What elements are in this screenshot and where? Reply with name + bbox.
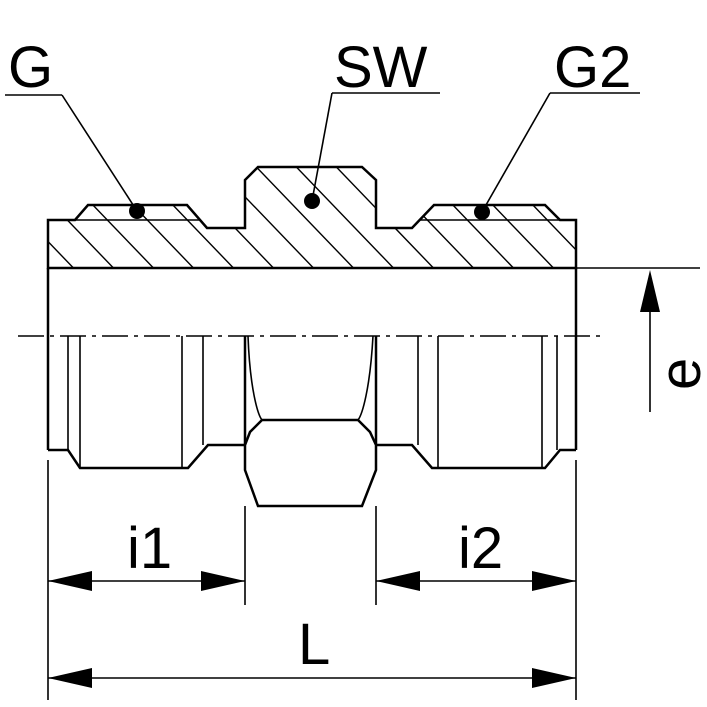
- hatch-line: [439, 167, 566, 268]
- callout-leaders: [5, 92, 640, 220]
- hatch-line: [559, 167, 576, 268]
- dimension-e: e: [576, 267, 707, 412]
- right-thread-profile: [376, 443, 576, 470]
- i1-arrow-left: [48, 571, 92, 591]
- g-leader: [61, 94, 138, 212]
- hatch-line: [48, 167, 86, 268]
- hatch-line: [640, 150, 707, 280]
- l-arrow-right: [532, 668, 576, 688]
- external-view: [46, 268, 578, 508]
- sw-leader: [311, 92, 333, 202]
- hatch-line: [0, 150, 5, 280]
- label-i1: i1: [127, 516, 172, 581]
- label-g: G: [8, 35, 53, 100]
- g2-leader: [481, 92, 551, 213]
- hatch-line: [48, 167, 166, 268]
- label-sw: SW: [334, 35, 428, 100]
- hatch-line: [359, 167, 486, 268]
- hatch-line: [0, 150, 45, 280]
- left-thread-profile: [48, 443, 245, 470]
- i2-arrow-right: [532, 571, 576, 591]
- hatch-line: [48, 167, 126, 268]
- hex-nut-outline: [243, 418, 378, 508]
- label-e: e: [648, 358, 707, 390]
- hex-upper-flat: [247, 335, 374, 421]
- g2-leader-dot: [474, 204, 490, 220]
- i2-arrow-left: [376, 571, 420, 591]
- hatch-line: [319, 167, 446, 268]
- sw-leader-dot: [304, 193, 320, 209]
- hatch-line: [479, 167, 576, 268]
- hatch-line: [239, 167, 366, 268]
- hatch-line: [159, 167, 286, 268]
- hatch-line: [279, 167, 406, 268]
- label-i2: i2: [458, 516, 503, 581]
- label-l: L: [298, 612, 330, 677]
- l-arrow-left: [48, 668, 92, 688]
- i1-arrow-right: [201, 571, 245, 591]
- length-dimensions: [47, 460, 577, 700]
- section-outline: [46, 165, 578, 270]
- hatch-line: [199, 167, 326, 268]
- e-arrowhead: [640, 270, 660, 312]
- hatch-line: [680, 150, 707, 280]
- label-g2: G2: [554, 35, 631, 100]
- hatch-line: [600, 150, 707, 280]
- g-leader-dot: [129, 203, 145, 219]
- section-hatching: [0, 150, 707, 280]
- hatch-line: [519, 167, 576, 268]
